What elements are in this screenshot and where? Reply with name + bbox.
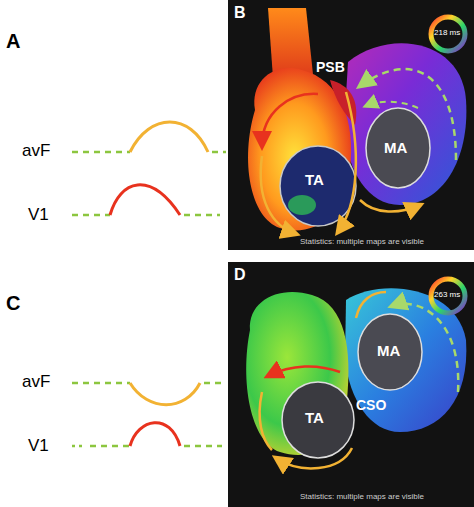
anatomy-label: MA: [377, 343, 400, 360]
activation-map-b: [228, 0, 474, 250]
anatomy-label: CSO: [356, 398, 386, 413]
lead-name: avF: [22, 142, 50, 161]
anatomy-label: TA: [305, 410, 324, 427]
panel-letter: A: [6, 30, 20, 52]
cycle-length: 218 ms: [434, 29, 460, 38]
panel-letter: D: [234, 266, 246, 284]
map-status-text: Statistics: multiple maps are visible: [300, 493, 424, 502]
anatomy-label: MA: [384, 140, 407, 157]
anatomy-label: PSB: [316, 60, 345, 75]
panel-letter: B: [234, 4, 246, 22]
lead-name: V1: [28, 206, 49, 225]
ecg-traces-c: [72, 383, 226, 446]
cycle-length: 263 ms: [434, 291, 460, 300]
lead-name: avF: [22, 373, 50, 392]
map-status-text: Statistics: multiple maps are visible: [300, 238, 424, 247]
activation-map-d: [228, 262, 474, 507]
lead-name: V1: [28, 437, 49, 456]
anatomy-label: TA: [305, 172, 324, 189]
panel-letter: C: [6, 292, 20, 314]
ecg-traces-a: [72, 122, 226, 215]
